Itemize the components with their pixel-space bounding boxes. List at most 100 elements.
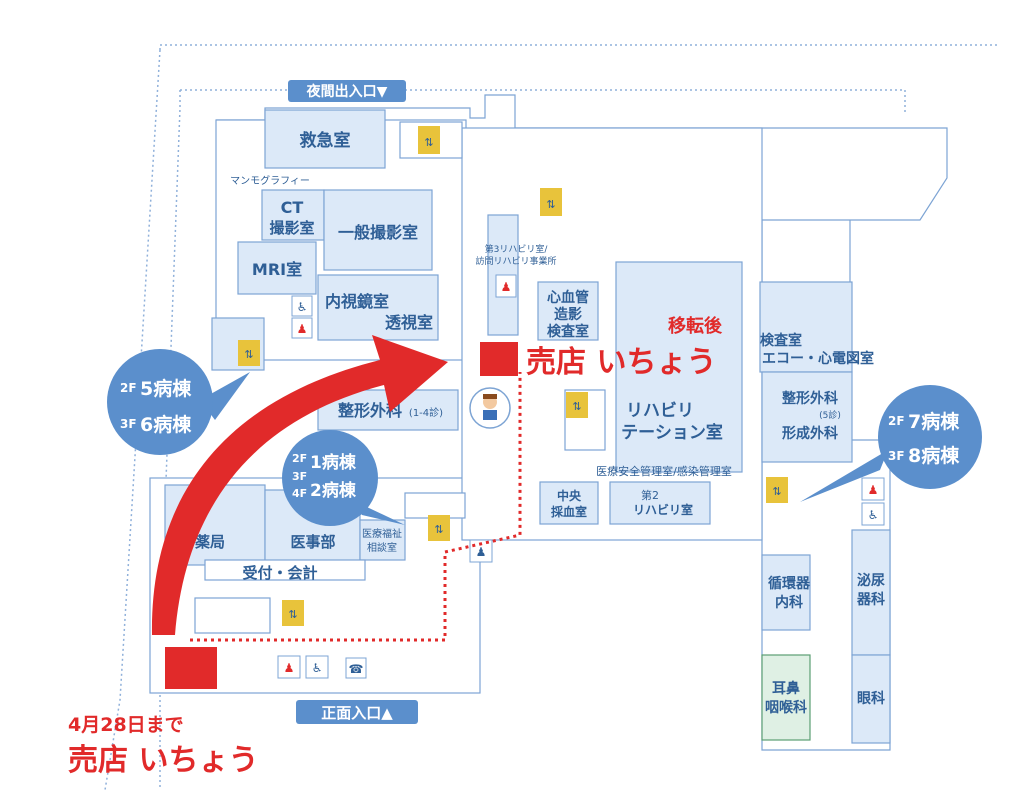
room-rehab-main — [615, 261, 743, 473]
room-ortho-main-sub: (1-4診) — [409, 406, 443, 419]
stair-mid — [404, 492, 466, 519]
room-ent-label1: 耳鼻 — [772, 680, 800, 697]
room-medical-affairs-label: 医事部 — [290, 533, 335, 551]
svg-text:2F: 2F — [888, 414, 905, 428]
room-welfare-label1: 医療福祉 — [362, 527, 402, 540]
room-er — [264, 109, 386, 169]
shop-new-name: 売店 いちょう — [526, 345, 716, 380]
room-circulatory — [761, 554, 811, 631]
room-blood — [539, 481, 599, 525]
room-rehab-main-label1: リハビリ — [626, 401, 694, 421]
shop-old-marker — [165, 647, 217, 689]
svg-text:4F: 4F — [292, 487, 307, 500]
svg-text:⇅: ⇅ — [434, 523, 443, 536]
svg-text:2F: 2F — [292, 452, 307, 465]
svg-text:⇅: ⇅ — [244, 348, 253, 361]
shop-new-marker — [480, 342, 518, 376]
reception-counter — [204, 559, 366, 581]
svg-text:3F: 3F — [888, 449, 905, 463]
svg-text:☎: ☎ — [349, 662, 364, 676]
room-exam-label1: 検査室 — [760, 332, 802, 349]
elevator-icon: ⇅ — [418, 126, 440, 154]
mascot-icon — [469, 387, 511, 429]
room-ent — [761, 654, 811, 741]
room-eye-label: 眼科 — [857, 690, 885, 707]
room-rehab2 — [609, 481, 711, 525]
room-rehab-office-label2: 訪問リハビリ事業所 — [475, 255, 556, 267]
room-blood-label1: 中央 — [557, 488, 582, 503]
room-ortho2-label3: 形成外科 — [782, 425, 838, 442]
elevator-icon: ⇅ — [282, 600, 304, 626]
room-rehab2-label2: リハビリ室 — [633, 502, 693, 517]
room-cardio — [537, 281, 599, 341]
elevator-icon: ⇅ — [566, 392, 588, 418]
room-welfare — [359, 519, 406, 561]
restroom-icon: ♟ — [291, 317, 313, 339]
move-arrow — [151, 335, 448, 635]
svg-text:⇅: ⇅ — [572, 400, 581, 413]
shop-until-date: 4月28日まで — [68, 714, 184, 736]
front-entrance-label: 正面入口▲ — [321, 704, 393, 722]
elevator-icon: ⇅ — [238, 340, 260, 366]
room-ortho2-label1: 整形外科 — [781, 390, 838, 407]
room-ent-label2: 咽喉科 — [765, 699, 807, 716]
room-safety-label: 医療安全管理室/感染管理室 — [596, 464, 732, 478]
room-rehab-main-label2: テーション室 — [621, 422, 723, 443]
svg-text:2F: 2F — [120, 381, 137, 395]
room-urology — [851, 529, 891, 656]
svg-text:⇅: ⇅ — [424, 136, 433, 149]
wheelchair-icon: ♿ — [305, 655, 329, 679]
room-rehab-office-label1: 第3リハビリ室/ — [485, 243, 549, 255]
svg-text:♟: ♟ — [476, 545, 487, 559]
svg-text:3F: 3F — [120, 417, 137, 431]
room-mammo-label: マンモグラフィー — [230, 174, 310, 187]
svg-text:6病棟: 6病棟 — [140, 413, 192, 436]
ward-bubble-1-2: 2F 1病棟 3F 4F 2病棟 — [282, 430, 405, 526]
wheelchair-icon: ♿ — [861, 502, 885, 526]
elevator-icon: ⇅ — [540, 188, 562, 216]
room-circulatory-label2: 内科 — [775, 594, 803, 611]
room-endoscopy-label: 内視鏡室 — [325, 292, 389, 311]
room-circulatory-label1: 循環器 — [768, 575, 811, 592]
room-fluoro-label: 透視室 — [385, 313, 433, 332]
room-er-label: 救急室 — [300, 130, 351, 151]
room-cardio-label3: 検査室 — [547, 323, 589, 340]
restroom-icon: ♟ — [495, 274, 517, 298]
svg-text:3F: 3F — [292, 470, 307, 483]
room-exam — [759, 281, 853, 373]
phone-icon: ☎ — [345, 657, 367, 679]
room-rehab2-label1: 第2 — [641, 488, 659, 502]
room-urology-label1: 泌尿 — [857, 572, 885, 589]
room-ortho2 — [761, 371, 853, 463]
svg-text:2病棟: 2病棟 — [310, 480, 357, 501]
room-cardio-label2: 造影 — [554, 306, 582, 323]
room-mri-label: MRI室 — [252, 260, 302, 279]
svg-text:⇅: ⇅ — [772, 485, 781, 498]
elevator-icon: ⇅ — [766, 477, 788, 503]
svg-text:♿: ♿ — [297, 300, 308, 314]
shop-after-label: 移転後 — [668, 315, 723, 337]
svg-text:7病棟: 7病棟 — [908, 410, 960, 433]
stair-lower-left — [194, 597, 271, 634]
svg-text:⇅: ⇅ — [288, 608, 297, 621]
svg-text:♟: ♟ — [868, 483, 879, 497]
room-blood-label2: 採血室 — [551, 504, 587, 519]
elevator-icon: ⇅ — [428, 515, 450, 541]
route-path — [190, 372, 522, 642]
restroom-icon: ♟ — [277, 655, 301, 679]
room-ortho-main-label: 整形外科 — [337, 401, 402, 420]
wheelchair-icon: ♿ — [291, 295, 313, 317]
room-ct-label2: 撮影室 — [269, 219, 314, 237]
room-general-xray — [323, 189, 433, 271]
room-reception-label: 受付・会計 — [242, 564, 317, 582]
svg-text:1病棟: 1病棟 — [310, 452, 357, 473]
svg-text:♿: ♿ — [868, 508, 879, 522]
room-urology-label2: 器科 — [856, 591, 885, 608]
svg-text:♟: ♟ — [297, 322, 308, 336]
restroom-icon: ♟ — [861, 477, 885, 501]
room-pharmacy-label: 薬局 — [194, 533, 225, 551]
room-ct-label1: CT — [281, 198, 304, 217]
svg-text:8病棟: 8病棟 — [908, 444, 960, 467]
svg-text:♿: ♿ — [312, 661, 323, 675]
